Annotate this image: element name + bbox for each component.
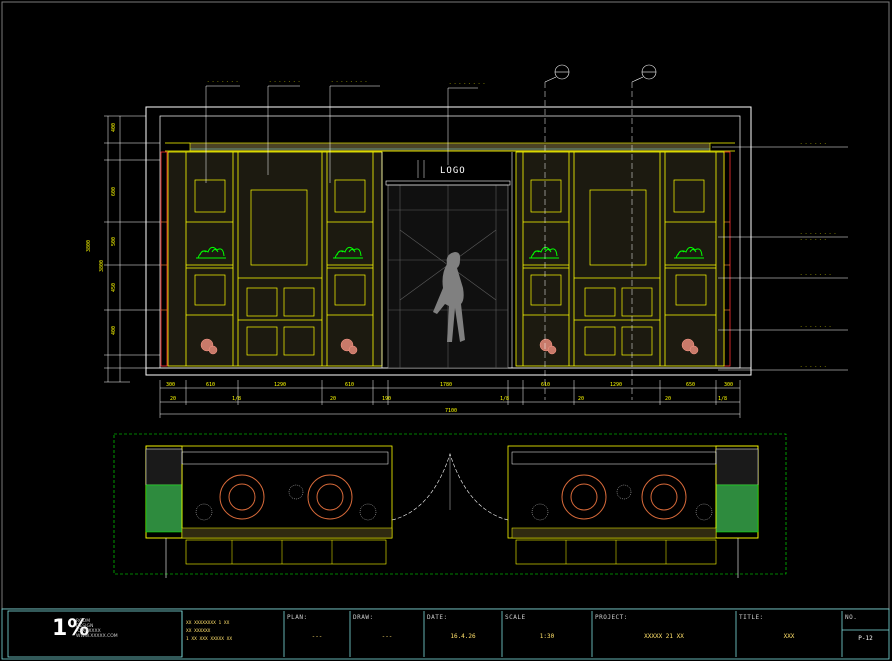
firm-logo: 1% xyxy=(52,616,90,641)
svg-text:610: 610 xyxy=(345,382,354,388)
scale-label: SCALE xyxy=(505,614,526,621)
svg-text:3800: 3800 xyxy=(99,260,105,272)
left-wall-panel xyxy=(167,151,383,367)
draw-value: --- xyxy=(381,633,393,640)
svg-text:1290: 1290 xyxy=(610,382,622,388)
sheet-number-value: P-12 xyxy=(858,635,873,642)
date-label: DATE: xyxy=(427,614,448,621)
draw-label: DRAW: xyxy=(353,614,374,621)
plan-value: --- xyxy=(311,633,323,640)
section-marker-icon xyxy=(544,64,657,83)
logo-line: DESIGN xyxy=(76,624,94,629)
draw-cell: DRAW: --- xyxy=(350,611,424,657)
svg-text:1/8: 1/8 xyxy=(232,396,241,402)
title-value: XXX xyxy=(783,633,795,640)
svg-text:7100: 7100 xyxy=(445,408,457,414)
svg-text:400: 400 xyxy=(111,326,117,335)
svg-text:610: 610 xyxy=(206,382,215,388)
svg-text:20: 20 xyxy=(170,396,176,402)
date-cell: DATE: 16.4.26 xyxy=(424,611,502,657)
logo-sign-text: LOGO xyxy=(440,166,466,176)
flower-ornament-icon xyxy=(200,338,699,355)
project-line: XX XXXXXX xyxy=(186,629,211,634)
title-label: TITLE: xyxy=(739,614,764,621)
svg-text:- - - - - - - -: - - - - - - - - xyxy=(331,79,367,84)
date-value: 16.4.26 xyxy=(450,633,476,640)
right-wall-panel xyxy=(515,151,725,367)
logo-line: XXXXXXXX xyxy=(76,629,101,634)
svg-text:400: 400 xyxy=(111,123,117,132)
project-line: 1 XX XXX XXXXX XX xyxy=(186,637,233,642)
svg-text:20: 20 xyxy=(665,396,671,402)
svg-text:500: 500 xyxy=(111,237,117,246)
scale-cell: SCALE 1:30 xyxy=(502,611,592,657)
title-cell: TITLE: XXX xyxy=(736,611,842,657)
floor-plan-view xyxy=(113,433,787,578)
round-seat-icon xyxy=(219,474,687,520)
sheet-number-label: NO. xyxy=(845,614,858,621)
scale-value: 1:30 xyxy=(539,633,555,640)
wall-elevation: LOGO xyxy=(145,106,752,376)
svg-text:190: 190 xyxy=(382,396,391,402)
title-block-frame xyxy=(1,608,890,660)
svg-text:300: 300 xyxy=(166,382,175,388)
project-label: PROJECT: xyxy=(595,614,628,621)
logo-line: WWW.XXXXX.COM xyxy=(76,634,118,639)
svg-text:1/8: 1/8 xyxy=(718,396,727,402)
plant-decor-icon xyxy=(196,246,704,259)
project-value: XXXXX 21 XX xyxy=(644,633,684,640)
svg-text:- - - - - - -: - - - - - - - xyxy=(207,79,238,84)
logo-line: ROOM xyxy=(76,619,91,624)
svg-text:610: 610 xyxy=(541,382,550,388)
svg-text:300: 300 xyxy=(724,382,733,388)
left-dimension-chain xyxy=(104,115,160,383)
svg-text:- - - - - -: - - - - - - xyxy=(800,364,827,369)
plan-label: PLAN: xyxy=(287,614,308,621)
person-silhouette-icon xyxy=(433,252,465,342)
plan-cell: PLAN: --- xyxy=(284,611,350,657)
firm-logo-text: ROOM DESIGN XXXXXXXX WWW.XXXXX.COM xyxy=(76,619,118,639)
svg-text:650: 650 xyxy=(686,382,695,388)
bottom-dimension-chain xyxy=(159,380,741,418)
leader-annotations-right xyxy=(712,146,848,371)
svg-text:- - - - - - - -: - - - - - - - - xyxy=(449,81,485,86)
svg-text:- - - - - -: - - - - - - xyxy=(800,141,827,146)
svg-text:20: 20 xyxy=(578,396,584,402)
svg-text:- - - - - - -: - - - - - - - xyxy=(269,79,300,84)
svg-text:450: 450 xyxy=(111,283,117,292)
svg-text:- - - - - -: - - - - - - xyxy=(800,237,827,242)
svg-text:1780: 1780 xyxy=(440,382,452,388)
sheet-number-cell: NO. P-12 xyxy=(842,611,889,657)
svg-text:- - - - - - - -: - - - - - - - - xyxy=(800,231,836,236)
svg-text:3800: 3800 xyxy=(86,240,92,252)
svg-text:600: 600 xyxy=(111,187,117,196)
project-line: XX XXXXXXXX 1 XX xyxy=(186,621,230,626)
svg-text:- - - - - - -: - - - - - - - xyxy=(800,272,831,277)
leader-annotations-top xyxy=(205,82,633,400)
project-cell: PROJECT: XXXXX 21 XX xyxy=(592,611,736,657)
svg-text:1290: 1290 xyxy=(274,382,286,388)
svg-text:1/8: 1/8 xyxy=(500,396,509,402)
svg-text:- - - - - - -: - - - - - - - xyxy=(800,324,831,329)
project-description: XX XXXXXXXX 1 XX XX XXXXXX 1 XX XXX XXXX… xyxy=(186,620,232,644)
svg-text:20: 20 xyxy=(330,396,336,402)
